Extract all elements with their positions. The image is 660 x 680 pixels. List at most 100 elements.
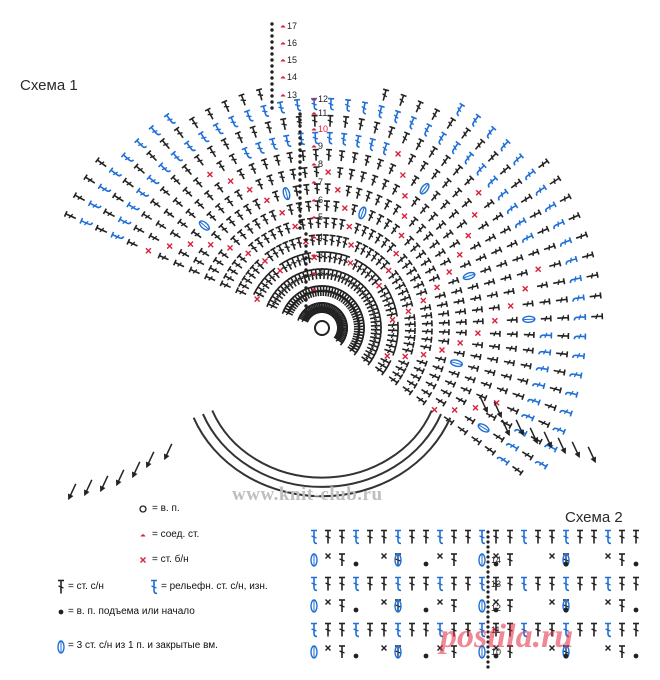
stitch-relief: [395, 622, 402, 638]
stitch-sc: [207, 241, 214, 248]
stitch-dc: [415, 100, 424, 113]
stitch-dc: [507, 599, 513, 612]
stitch-relief: [110, 231, 125, 240]
stitch-chain-dot: [486, 605, 490, 609]
stitch-relief: [117, 216, 132, 225]
stitch-dc: [506, 239, 519, 248]
stitch-relief: [353, 529, 360, 545]
stitch-dc: [465, 576, 471, 591]
stitch-dc: [193, 153, 204, 166]
arrow-mark: [132, 461, 141, 479]
stitch-dc: [308, 234, 316, 246]
stitch-dc: [224, 195, 234, 207]
stitch-relief: [377, 104, 385, 119]
stitch-relief: [479, 529, 486, 545]
stitch-dc: [172, 259, 185, 268]
stitch-dc: [391, 183, 401, 195]
stitch-sc: [346, 223, 353, 230]
stitch-sc: [187, 241, 194, 248]
arrow-mark: [501, 419, 510, 437]
stitch-dc: [178, 248, 190, 258]
stitch-dc: [406, 266, 418, 276]
stitch-dc: [228, 153, 237, 165]
stitch-sc: [401, 213, 408, 220]
stitch-dc: [448, 208, 460, 219]
stitch-dc: [549, 260, 562, 268]
arrow-mark: [493, 401, 502, 419]
stitch-cluster: [394, 599, 402, 613]
stitch-dc: [312, 148, 319, 161]
stitch-sc: [277, 267, 284, 274]
stitch-relief: [500, 138, 511, 152]
stitch-chain-dot: [486, 570, 490, 574]
stitch-dc: [387, 125, 396, 139]
stitch-slip: [311, 128, 317, 131]
stitch-chain-dot: [486, 545, 490, 549]
stitch-dc: [253, 259, 265, 270]
stitch-cluster: [358, 206, 367, 220]
stitch-dc: [440, 199, 451, 210]
stitch-chain-dot: [633, 653, 639, 659]
stitch-chain-dot: [298, 160, 302, 164]
stitch-sc: [549, 553, 555, 559]
stitch-dc: [192, 176, 203, 188]
stitch-dc: [491, 246, 503, 255]
stitch-sc: [325, 645, 331, 651]
stitch-sc: [384, 352, 391, 359]
stitch-dc: [516, 269, 529, 277]
stitch-dc: [280, 117, 287, 131]
stitch-chain-dot: [486, 595, 490, 599]
stitch-relief: [505, 443, 520, 452]
stitch-relief: [283, 134, 292, 147]
stitch-dc: [218, 222, 229, 234]
row-number-label: 14: [491, 555, 501, 565]
stitch-dc: [219, 280, 231, 289]
stitch-sc: [549, 599, 555, 605]
stitch-dc: [451, 529, 457, 544]
stitch-dc: [493, 529, 499, 544]
stitch-dc: [252, 198, 261, 210]
row-number-label: 10: [491, 647, 501, 657]
stitch-dc: [421, 328, 433, 335]
stitch-dc: [500, 373, 513, 381]
stitch-dc: [140, 211, 153, 221]
stitch-dc: [486, 291, 499, 298]
stitch-relief: [326, 131, 333, 145]
stitch-dc: [540, 315, 552, 322]
stitch-relief: [486, 125, 497, 140]
arrow-mark: [529, 427, 538, 445]
stitch-dc: [252, 288, 265, 298]
stitch-dc: [446, 116, 457, 130]
stitch-sc: [472, 404, 479, 411]
stitch-dc: [221, 99, 230, 113]
stitch-sc: [493, 645, 499, 651]
stitch-dc: [549, 386, 563, 394]
stitch-relief: [354, 134, 362, 149]
stitch-dc: [410, 195, 421, 207]
stitch-dc: [266, 174, 274, 186]
stitch-dc: [503, 359, 516, 367]
stitch-dc: [339, 622, 345, 637]
arrow-mark: [571, 441, 580, 459]
stitch-chain-dot: [298, 208, 302, 212]
stitch-dc: [420, 344, 432, 351]
stitch-dc: [355, 187, 363, 199]
stitch-dc: [410, 242, 421, 253]
stitch-dc: [568, 212, 581, 221]
stitch-cluster: [522, 315, 536, 324]
stitch-dc: [408, 216, 419, 227]
stitch-relief: [260, 104, 270, 117]
stitch-dc: [204, 107, 214, 120]
stitch-relief: [353, 622, 360, 638]
stitch-dc: [282, 222, 291, 234]
stitch-slip: [140, 534, 146, 537]
stitch-chain-dot: [486, 635, 490, 639]
stitch-chain-dot: [298, 184, 302, 188]
stitch-chain-dot: [486, 565, 490, 569]
stitch-dc: [471, 436, 483, 446]
stitch-chain-dot: [304, 262, 308, 266]
scheme-2-title: Схема 2: [565, 509, 623, 526]
stitch-dc: [322, 234, 329, 246]
stitch-relief: [170, 150, 184, 162]
stitch-dc: [198, 247, 210, 257]
